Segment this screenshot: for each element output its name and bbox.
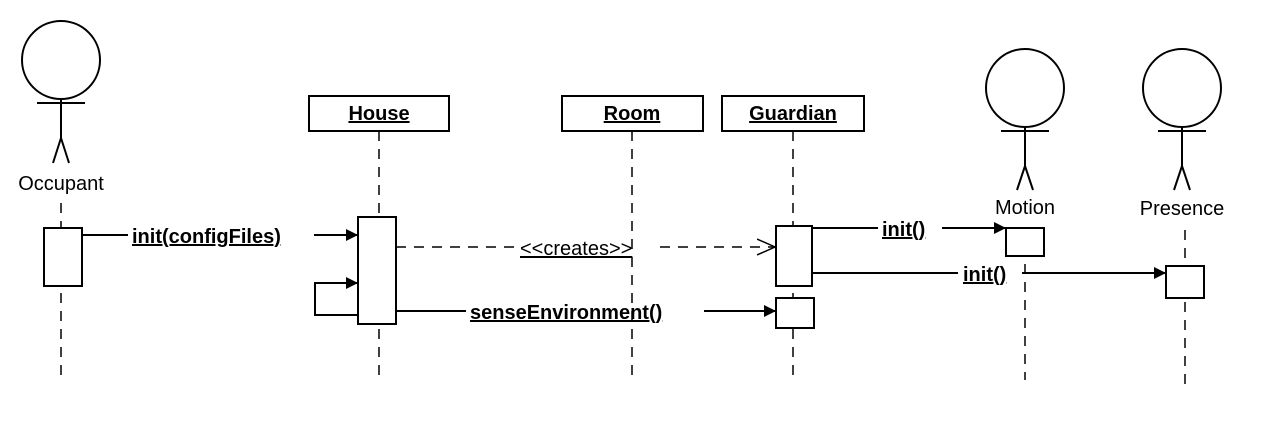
message-sense-environment-label: senseEnvironment() xyxy=(470,302,662,324)
object-guardian-label: Guardian xyxy=(749,103,837,125)
actor-occupant-leg-right xyxy=(60,137,70,164)
message-creates-label: <<creates>> xyxy=(520,238,632,260)
actor-presence-leg-right xyxy=(1181,165,1191,191)
actor-motion-label: Motion xyxy=(995,197,1055,219)
actor-motion-leg-right xyxy=(1024,165,1034,191)
activation-guardian-1 xyxy=(775,225,813,287)
object-guardian: Guardian xyxy=(721,95,865,378)
object-house-box xyxy=(308,95,450,132)
actor-presence-leg-left xyxy=(1173,165,1183,191)
object-guardian-box xyxy=(721,95,865,132)
activation-house xyxy=(357,216,397,325)
object-house: House xyxy=(308,95,450,378)
message-init-presence: init() xyxy=(812,264,1166,286)
actor-presence: Presence xyxy=(1140,48,1225,385)
actor-motion-leg-left xyxy=(1016,165,1026,191)
actor-occupant-label: Occupant xyxy=(18,173,104,195)
message-self-call-house-line xyxy=(314,277,358,316)
activation-presence xyxy=(1165,265,1205,299)
actor-occupant-leg-left xyxy=(52,137,62,164)
activation-occupant xyxy=(43,227,83,287)
message-init-configfiles-label: init(configFiles) xyxy=(132,226,281,248)
message-init-configfiles: init(configFiles) xyxy=(82,226,358,248)
actor-presence-label: Presence xyxy=(1140,198,1225,220)
message-sense-environment: senseEnvironment() xyxy=(396,302,776,324)
actor-occupant-head xyxy=(21,20,101,100)
activation-guardian-2 xyxy=(775,297,815,329)
message-init-motion-label: init() xyxy=(882,219,925,241)
actor-motion-head xyxy=(985,48,1065,128)
message-init-motion: init() xyxy=(812,219,1006,241)
activation-motion xyxy=(1005,227,1045,257)
message-creates: <<creates>> xyxy=(396,238,775,260)
message-init-presence-label: init() xyxy=(963,264,1006,286)
object-room: Room xyxy=(561,95,704,378)
actor-motion: Motion xyxy=(985,48,1065,380)
message-self-call-house xyxy=(314,277,358,316)
object-room-label: Room xyxy=(604,103,661,125)
object-house-label: House xyxy=(348,103,409,125)
actor-presence-head xyxy=(1142,48,1222,128)
actor-occupant: Occupant xyxy=(18,20,104,375)
